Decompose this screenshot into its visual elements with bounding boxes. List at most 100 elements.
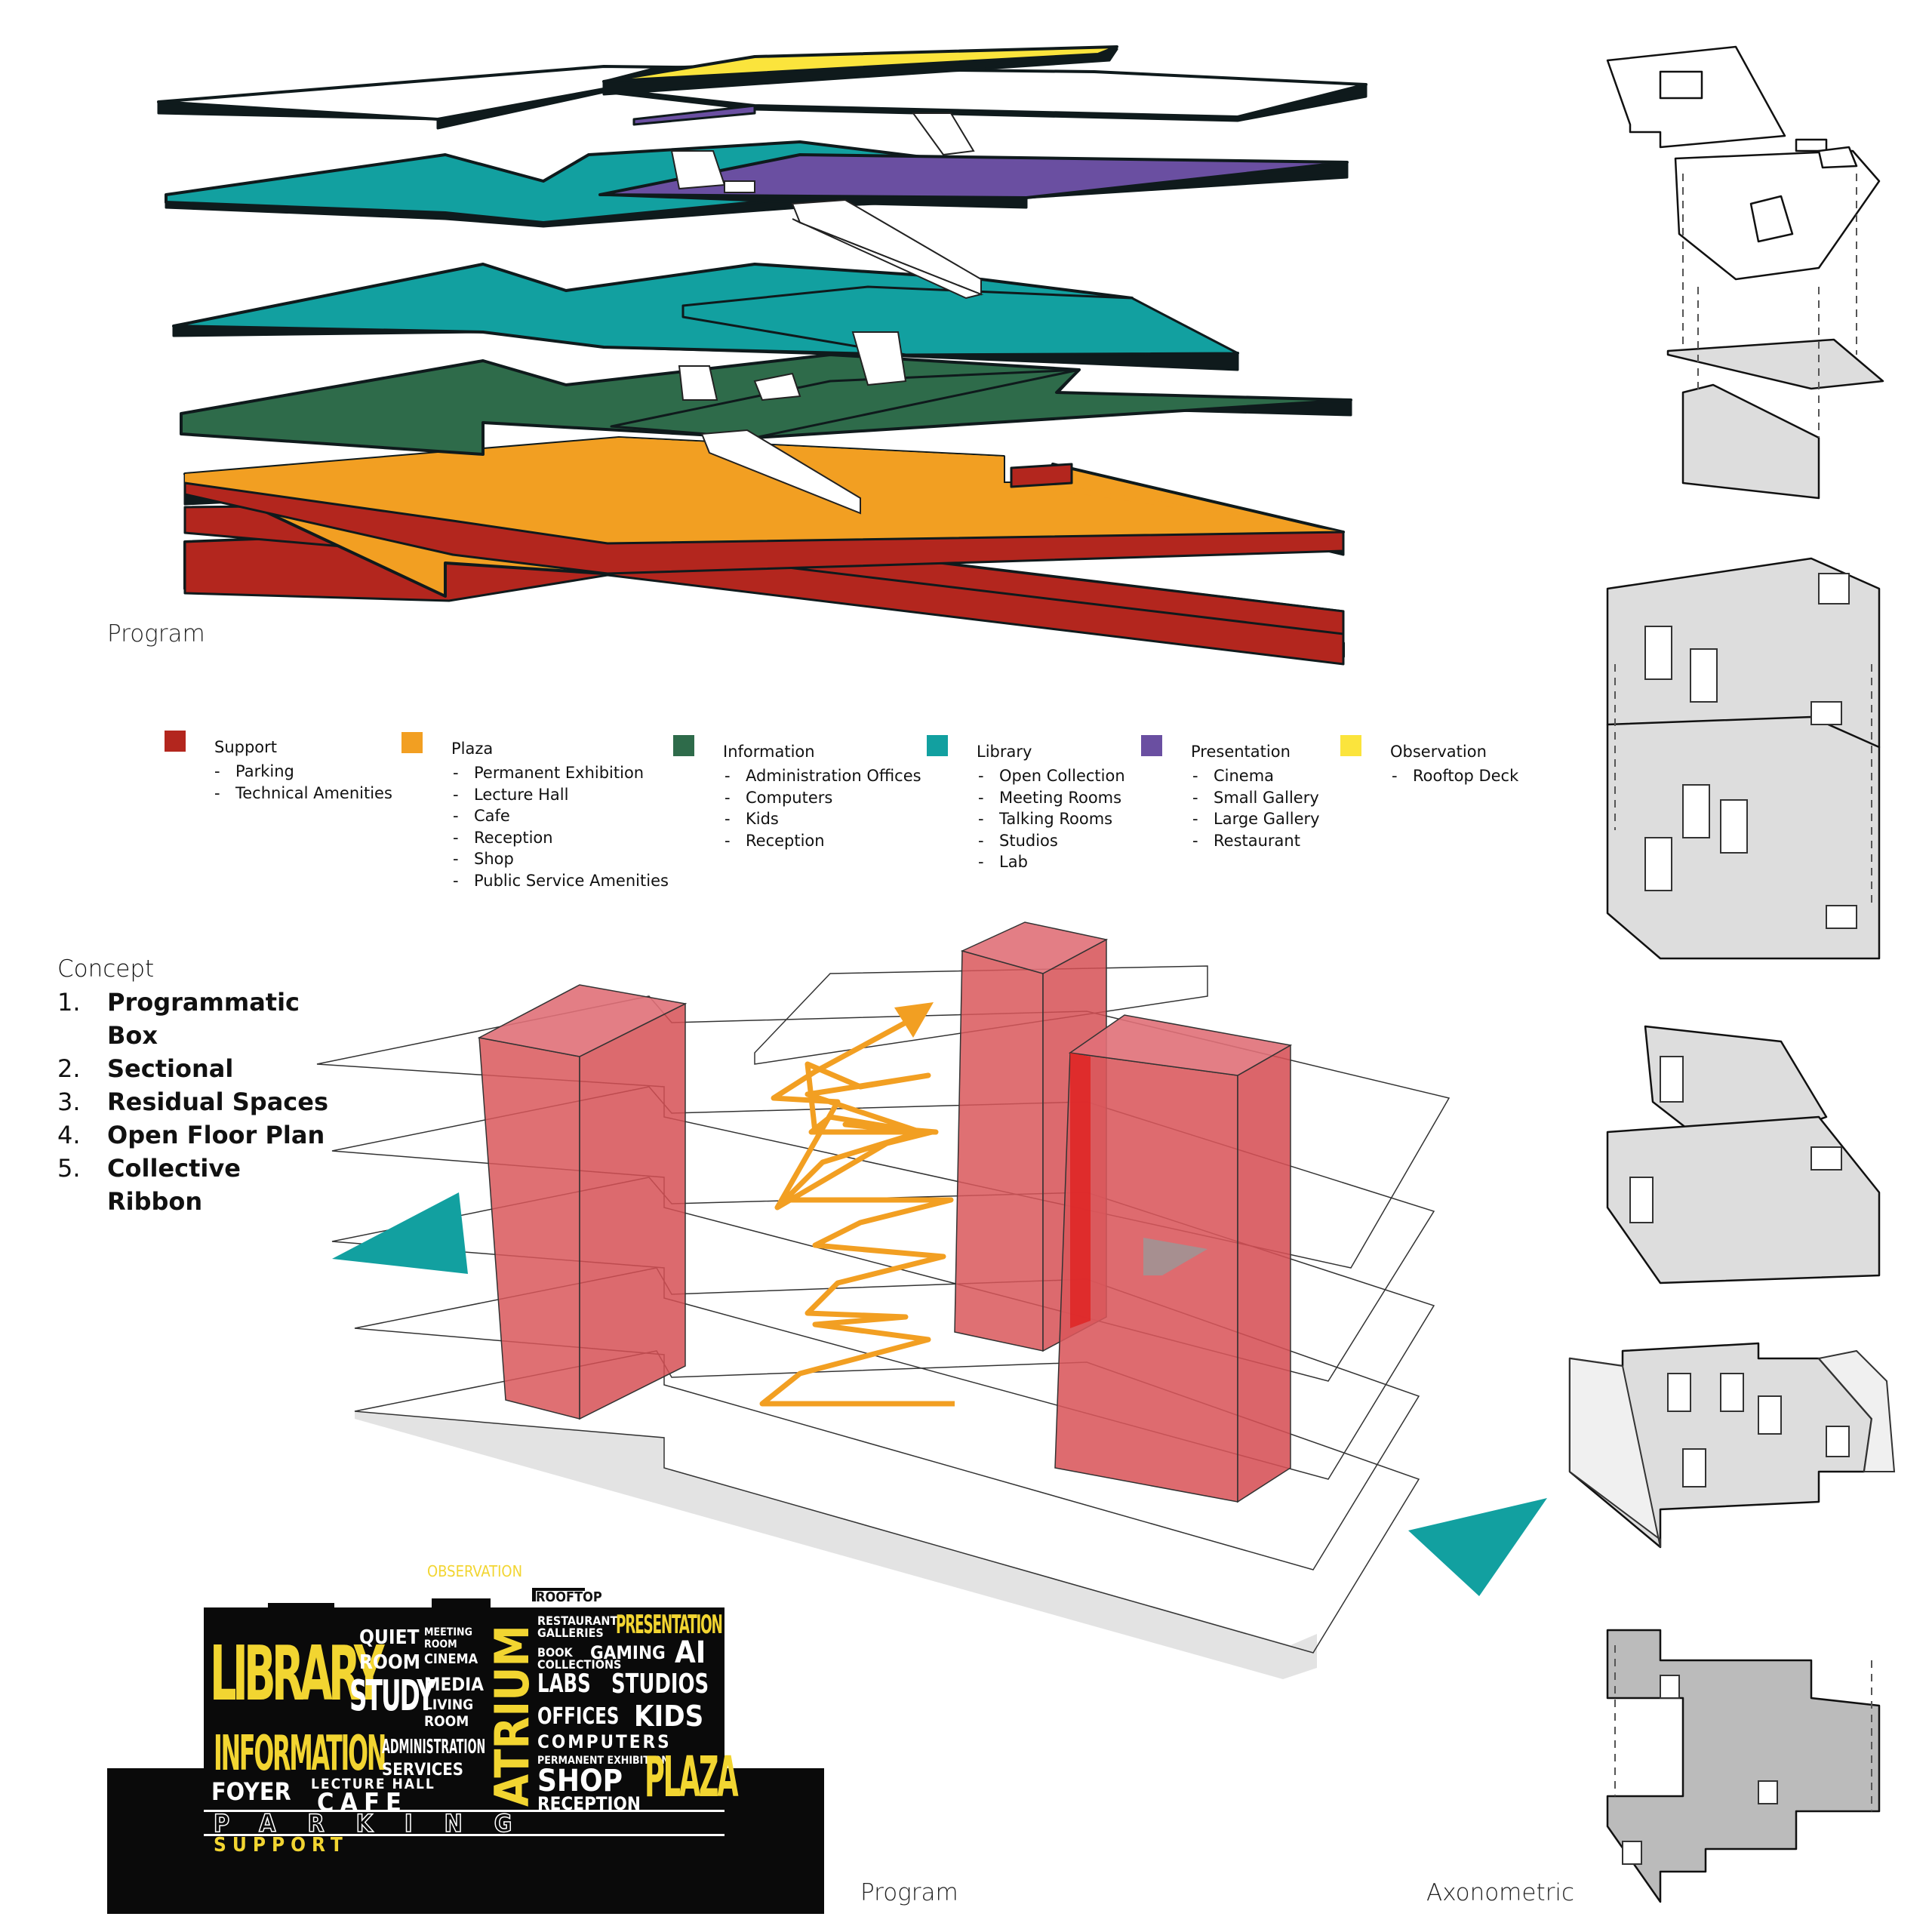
wordmap-labs: LABS	[537, 1669, 591, 1699]
program-caption-top: Program	[107, 620, 205, 648]
axon-roof	[1606, 45, 1881, 281]
concept-text: Residual Spaces	[107, 1088, 329, 1116]
legend-entry: Lecture Hall	[451, 784, 669, 806]
wordmap-meeting-room: MEETING ROOM	[424, 1626, 472, 1651]
wordmap-offices: OFFICES	[537, 1703, 620, 1730]
wordmap-shop: SHOP	[537, 1764, 623, 1798]
wordmap-computers: COMPUTERS	[537, 1731, 672, 1752]
axon-landscape	[1569, 1357, 1661, 1548]
programmatic-box-right	[1054, 1014, 1293, 1503]
wordmap-presentation: PRESENTATION	[616, 1610, 723, 1640]
legend-entry: Small Gallery	[1191, 787, 1320, 809]
legend-swatch-library	[927, 735, 948, 756]
concept-item: 3. Residual Spaces	[57, 1085, 334, 1118]
legend-entry: Technical Amenities	[213, 783, 392, 804]
wordmap-gaming: GAMING	[590, 1642, 666, 1663]
wordmap-book-collections: BOOK COLLECTIONS	[537, 1645, 622, 1672]
teal-triangle-right-icon	[1408, 1498, 1547, 1596]
concept-title: Concept	[57, 955, 155, 983]
legend-entry: Talking Rooms	[977, 808, 1125, 830]
concept-number: 5.	[57, 1154, 81, 1183]
wordmap-ai: AI	[675, 1635, 706, 1670]
legend-list-information: Administration Offices Computers Kids Re…	[723, 765, 921, 851]
legend-list-plaza: Permanent Exhibition Lecture Hall Cafe R…	[451, 762, 669, 892]
wordmap-quiet: QUIET	[359, 1626, 420, 1649]
legend-entry: Administration Offices	[723, 765, 921, 787]
legend-swatch-observation	[1340, 735, 1361, 756]
wordmap-parking: PARKING	[213, 1809, 544, 1838]
wordmap-plaza: PLAZA	[645, 1745, 739, 1810]
concept-item: 4. Open Floor Plan	[57, 1118, 334, 1152]
legend-entry: Public Service Amenities	[451, 870, 669, 892]
wordmap-lecture-hall: LECTURE HALL	[311, 1776, 435, 1792]
concept-text: Sectional	[107, 1054, 234, 1083]
axon-interiors	[1622, 573, 1857, 1865]
wordmap-observation: OBSERVATION	[427, 1562, 523, 1580]
legend-entry: Kids	[723, 808, 921, 830]
legend-entry: Permanent Exhibition	[451, 762, 669, 784]
legend-entry: Cafe	[451, 805, 669, 827]
wordmap-restaurant-galleries: RESTAURANT GALLERIES	[537, 1614, 618, 1640]
wordmap-information: INFORMATION	[214, 1726, 386, 1782]
concept-number: 3.	[57, 1088, 81, 1116]
legend-entry: Reception	[723, 830, 921, 852]
axon-landscape	[1817, 1349, 1896, 1472]
legend-entry: Shop	[451, 848, 669, 870]
ground-shadow	[355, 1411, 1317, 1679]
wordmap-study: STUDY	[349, 1672, 435, 1721]
concept-text: Open Floor Plan	[107, 1121, 325, 1149]
wordmap-permanent-exhibition: PERMANENT EXHIBITION	[537, 1755, 669, 1767]
wordmap-media: MEDIA	[424, 1674, 484, 1695]
concept-list: 1.Programmatic Box 2.Sectional 3. Residua…	[57, 986, 334, 1218]
wordmap-roof-box	[268, 1603, 334, 1618]
wordmap-cinema: CINEMA	[424, 1651, 478, 1667]
legend-entry: Cinema	[1191, 765, 1320, 787]
legend-entry: Large Gallery	[1191, 808, 1320, 830]
axon-floor-basement	[1606, 1629, 1881, 1903]
wordmap-foot	[332, 1883, 415, 1892]
wordmap-base	[204, 1840, 724, 1882]
axon-level-deck	[1666, 338, 1884, 500]
wordmap-living-room: LIVING ROOM	[424, 1697, 474, 1730]
legend-title-support: Support	[214, 738, 278, 756]
wordmap-studios: STUDIOS	[611, 1669, 709, 1700]
roof-slab	[157, 65, 1367, 130]
wordmap-kids: KIDS	[634, 1700, 704, 1733]
wordmap-block	[204, 1607, 724, 1811]
legend-entry: Rooftop Deck	[1390, 765, 1518, 787]
legend-swatch-presentation	[1141, 735, 1162, 756]
concept-block: Concept 1.Programmatic Box 2.Sectional 3…	[57, 955, 334, 1218]
concept-item: 1.Programmatic Box	[57, 986, 334, 1052]
ribbon-arrowhead-icon	[894, 1002, 934, 1038]
legend-title-plaza: Plaza	[451, 740, 494, 758]
legend-swatch-information	[673, 735, 694, 756]
legend-entry: Lab	[977, 851, 1125, 873]
legend-entry: Restaurant	[1191, 830, 1320, 852]
legend-swatch-support	[165, 731, 186, 752]
wordmap-library: LIBRARY	[210, 1629, 384, 1718]
wordmap-room: ROOM	[359, 1651, 421, 1674]
concept-number: 4.	[57, 1121, 81, 1149]
concept-text: Programmatic Box	[107, 988, 300, 1050]
wordmap-services: SERVICES	[382, 1761, 464, 1780]
legend-entry: Computers	[723, 787, 921, 809]
legend-title-information: Information	[723, 743, 815, 761]
concept-item: 2.Sectional	[57, 1052, 334, 1085]
programmatic-box-left	[477, 984, 688, 1420]
legend-swatch-plaza	[401, 732, 423, 753]
legend-title-observation: Observation	[1390, 743, 1487, 761]
stairs	[670, 112, 984, 515]
teal-triangle-left-icon	[332, 1192, 468, 1274]
axon-floors-upper	[1606, 557, 1881, 960]
legend-entry: Studios	[977, 830, 1125, 852]
axon-guides	[1614, 174, 1872, 1811]
legend-list-support: Parking Technical Amenities	[213, 761, 392, 804]
wordmap-rooftop: ROOFTOP	[536, 1589, 602, 1605]
wordmap-divider	[204, 1834, 724, 1836]
concept-item: 5.Collective Ribbon	[57, 1152, 334, 1218]
legend-entry: Reception	[451, 827, 669, 849]
wordmap-support: SUPPORT	[214, 1834, 349, 1857]
